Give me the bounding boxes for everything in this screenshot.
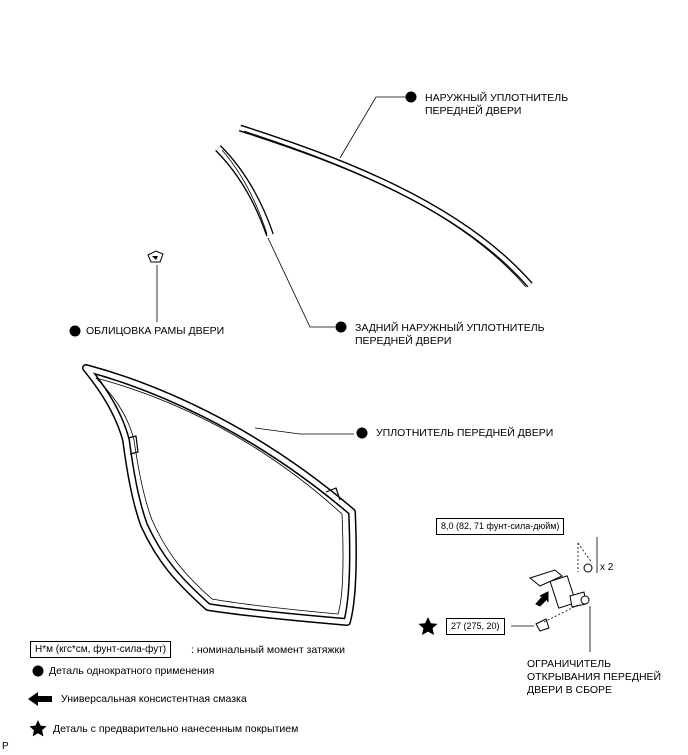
outer-weatherstrip-drawing	[238, 124, 533, 288]
label-door-weatherstrip: УПЛОТНИТЕЛЬ ПЕРЕДНЕЙ ДВЕРИ	[376, 427, 554, 439]
non-reusable-dot-icon	[356, 427, 368, 439]
door-weatherstrip-drawing	[82, 364, 357, 626]
non-reusable-dot-icon	[405, 91, 417, 103]
label-door-frame-garnish: ОБЛИЦОВКА РАМЫ ДВЕРИ	[86, 325, 225, 337]
legend-grease: Универсальная консистентная смазка	[61, 693, 247, 705]
non-reusable-dot-icon	[32, 665, 44, 677]
legend-precoated: Деталь с предварительно нанесенным покры…	[53, 723, 299, 735]
torque-box-upper: 8,0 (82, 71 фунт-сила-дюйм)	[436, 518, 565, 535]
label-rear-outer-weatherstrip: ЗАДНИЙ НАРУЖНЫЙ УПЛОТНИТЕЛЬ ПЕРЕДНЕЙ ДВЕ…	[355, 322, 545, 347]
callout-dots	[32, 91, 417, 677]
rear-outer-weatherstrip-drawing	[215, 145, 274, 237]
precoated-star-icon	[29, 720, 47, 737]
grease-arrow-icon	[535, 591, 549, 607]
legend-torque-unit: Н*м (кгс*см, фунт-сила-фут)	[30, 641, 172, 658]
door-check-assembly-drawing	[528, 542, 593, 632]
quantity-label: x 2	[600, 562, 614, 573]
footer-mark: P	[2, 741, 9, 752]
torque-box-lower: 27 (275, 20)	[446, 618, 505, 635]
label-door-check-assembly: ОГРАНИЧИТЕЛЬ ОТКРЫВАНИЯ ПЕРЕДНЕЙ ДВЕРИ В…	[527, 658, 662, 696]
leader-lines	[156, 96, 598, 652]
non-reusable-dot-icon	[69, 325, 81, 337]
label-outer-weatherstrip: НАРУЖНЫЙ УПЛОТНИТЕЛЬ ПЕРЕДНЕЙ ДВЕРИ	[425, 92, 569, 117]
precoated-star-icon	[418, 617, 438, 635]
legend-non-reusable: Деталь однократного применения	[49, 665, 215, 677]
door-frame-garnish-clip	[147, 250, 164, 263]
non-reusable-dot-icon	[335, 321, 347, 333]
grease-legend-arrow-icon	[28, 692, 52, 706]
legend-torque-desc: : номинальный момент затяжки	[191, 644, 345, 656]
